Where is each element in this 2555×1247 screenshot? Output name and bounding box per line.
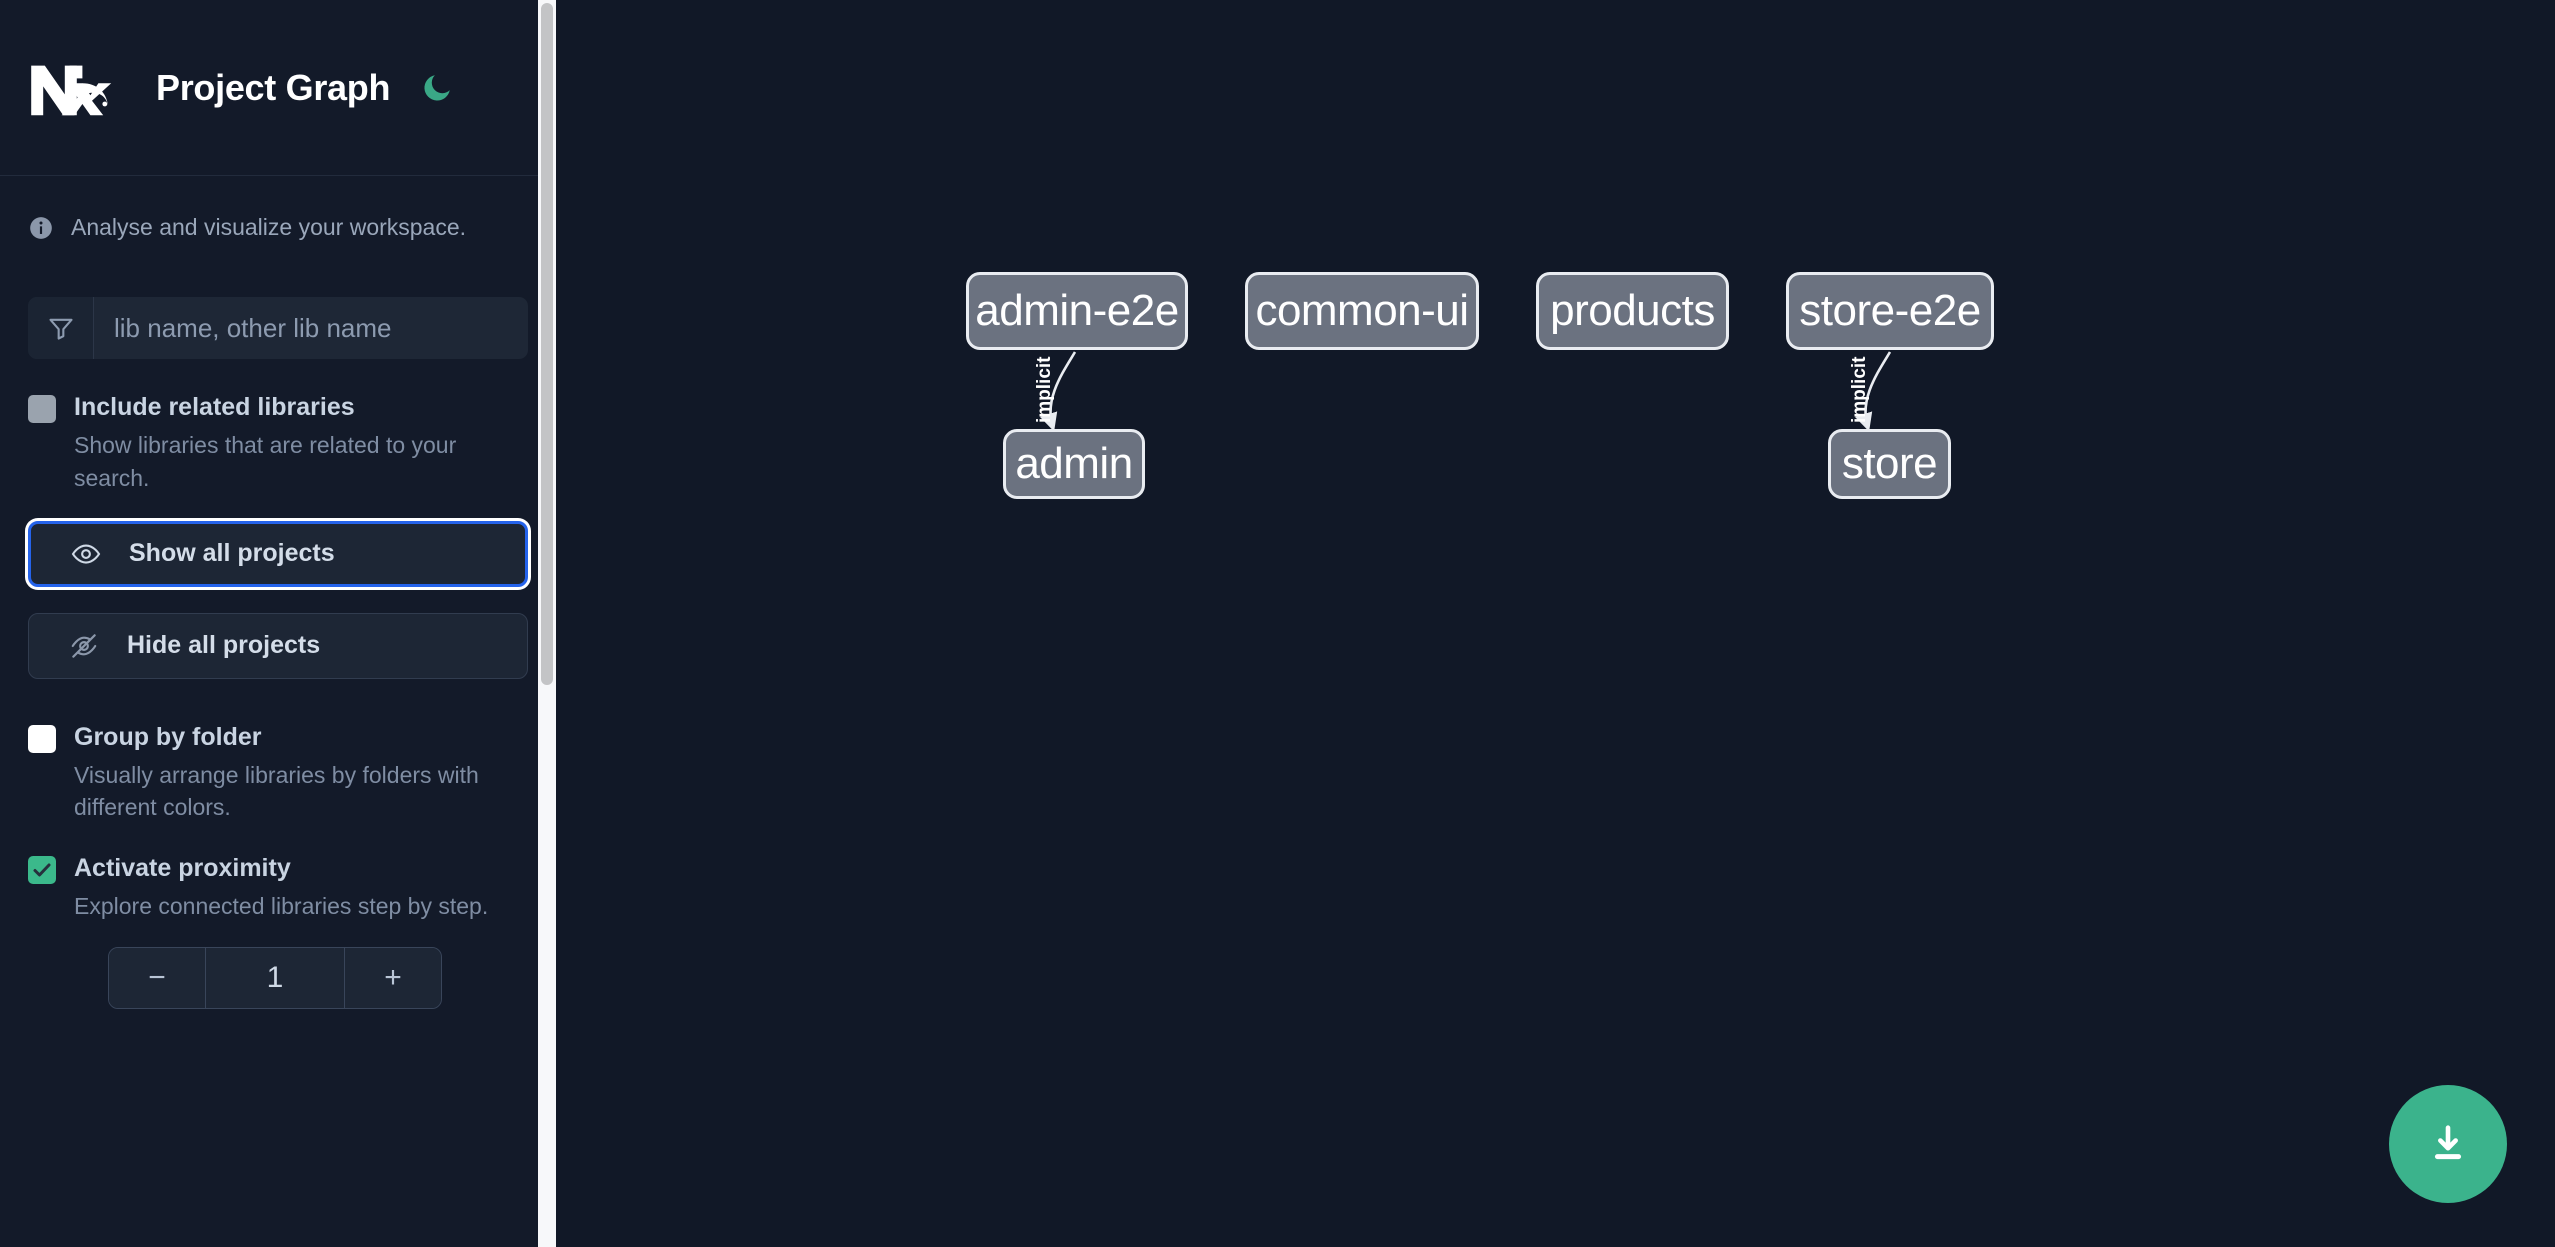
include-related-libraries-checkbox[interactable]	[28, 395, 56, 423]
activate-proximity-checkbox[interactable]	[28, 856, 56, 885]
graph-edge-label-admin: implicit	[1034, 356, 1055, 423]
graph-node-label: store-e2e	[1799, 286, 1981, 335]
proximity-value[interactable]: 1	[205, 948, 345, 1009]
show-all-projects-wrap: Show all projects	[0, 495, 556, 587]
proximity-decrement-button[interactable]: −	[109, 948, 205, 1009]
graph-edges	[1039, 351, 1892, 432]
search-filter-box[interactable]	[28, 297, 528, 359]
graph-node-label: admin	[1015, 439, 1133, 488]
sidebar-header: Project Graph	[0, 0, 556, 176]
graph-node-admin[interactable]: admin	[1003, 429, 1145, 499]
graph-node-label: admin-e2e	[975, 286, 1179, 335]
graph-node-common-ui[interactable]: common-ui	[1245, 272, 1479, 350]
eye-icon	[71, 539, 101, 569]
show-all-projects-button[interactable]: Show all projects	[28, 520, 528, 587]
sidebar-tagline: Analyse and visualize your workspace.	[0, 176, 556, 241]
sidebar-scrollbar-thumb[interactable]	[541, 3, 553, 685]
include-related-libraries-label: Include related libraries	[74, 393, 355, 421]
option-group-by-folder: Group by folder Visually arrange librari…	[0, 679, 556, 825]
eye-off-icon	[69, 631, 99, 661]
option-activate-proximity: Activate proximity Explore connected lib…	[0, 824, 556, 923]
activate-proximity-description: Explore connected libraries step by step…	[74, 893, 489, 920]
sidebar-scrollbar[interactable]	[538, 0, 556, 1247]
filter-row	[0, 241, 556, 359]
group-by-folder-label: Group by folder	[74, 722, 262, 751]
proximity-stepper-wrap: − 1 +	[0, 923, 556, 1010]
proximity-stepper: − 1 +	[108, 947, 442, 1010]
proximity-increment-button[interactable]: +	[345, 948, 441, 1009]
graph-edge-label-store: implicit	[1849, 356, 1870, 423]
info-icon	[28, 215, 54, 241]
tagline-text: Analyse and visualize your workspace.	[71, 214, 467, 240]
project-graph-canvas[interactable]: admin-e2e common-ui products store-e2e a…	[556, 0, 2555, 1247]
graph-node-store[interactable]: store	[1828, 429, 1951, 499]
graph-node-store-e2e[interactable]: store-e2e	[1786, 272, 1994, 350]
sidebar: Project Graph Analyse and visualize your…	[0, 0, 556, 1247]
graph-node-products[interactable]: products	[1536, 272, 1729, 350]
include-related-libraries-description: Show libraries that are related to your …	[74, 432, 457, 491]
graph-node-label: store	[1841, 439, 1938, 488]
page-title: Project Graph	[156, 66, 391, 108]
filter-icon	[28, 297, 94, 359]
hide-all-projects-wrap: Hide all projects	[0, 587, 556, 679]
graph-node-label: products	[1550, 286, 1715, 335]
hide-all-projects-button[interactable]: Hide all projects	[28, 612, 528, 679]
search-input[interactable]	[94, 297, 528, 359]
option-include-related-libraries: Include related libraries Show libraries…	[0, 359, 556, 495]
group-by-folder-description: Visually arrange libraries by folders wi…	[74, 761, 479, 821]
activate-proximity-label: Activate proximity	[74, 854, 291, 883]
nx-logo-icon	[28, 55, 124, 121]
download-image-button[interactable]	[2389, 1085, 2507, 1203]
group-by-folder-checkbox[interactable]	[28, 724, 56, 753]
moon-icon[interactable]	[416, 67, 458, 109]
graph-node-admin-e2e[interactable]: admin-e2e	[966, 272, 1188, 350]
graph-node-label: common-ui	[1255, 286, 1469, 335]
hide-all-projects-label: Hide all projects	[127, 631, 321, 660]
show-all-projects-label: Show all projects	[129, 539, 335, 568]
